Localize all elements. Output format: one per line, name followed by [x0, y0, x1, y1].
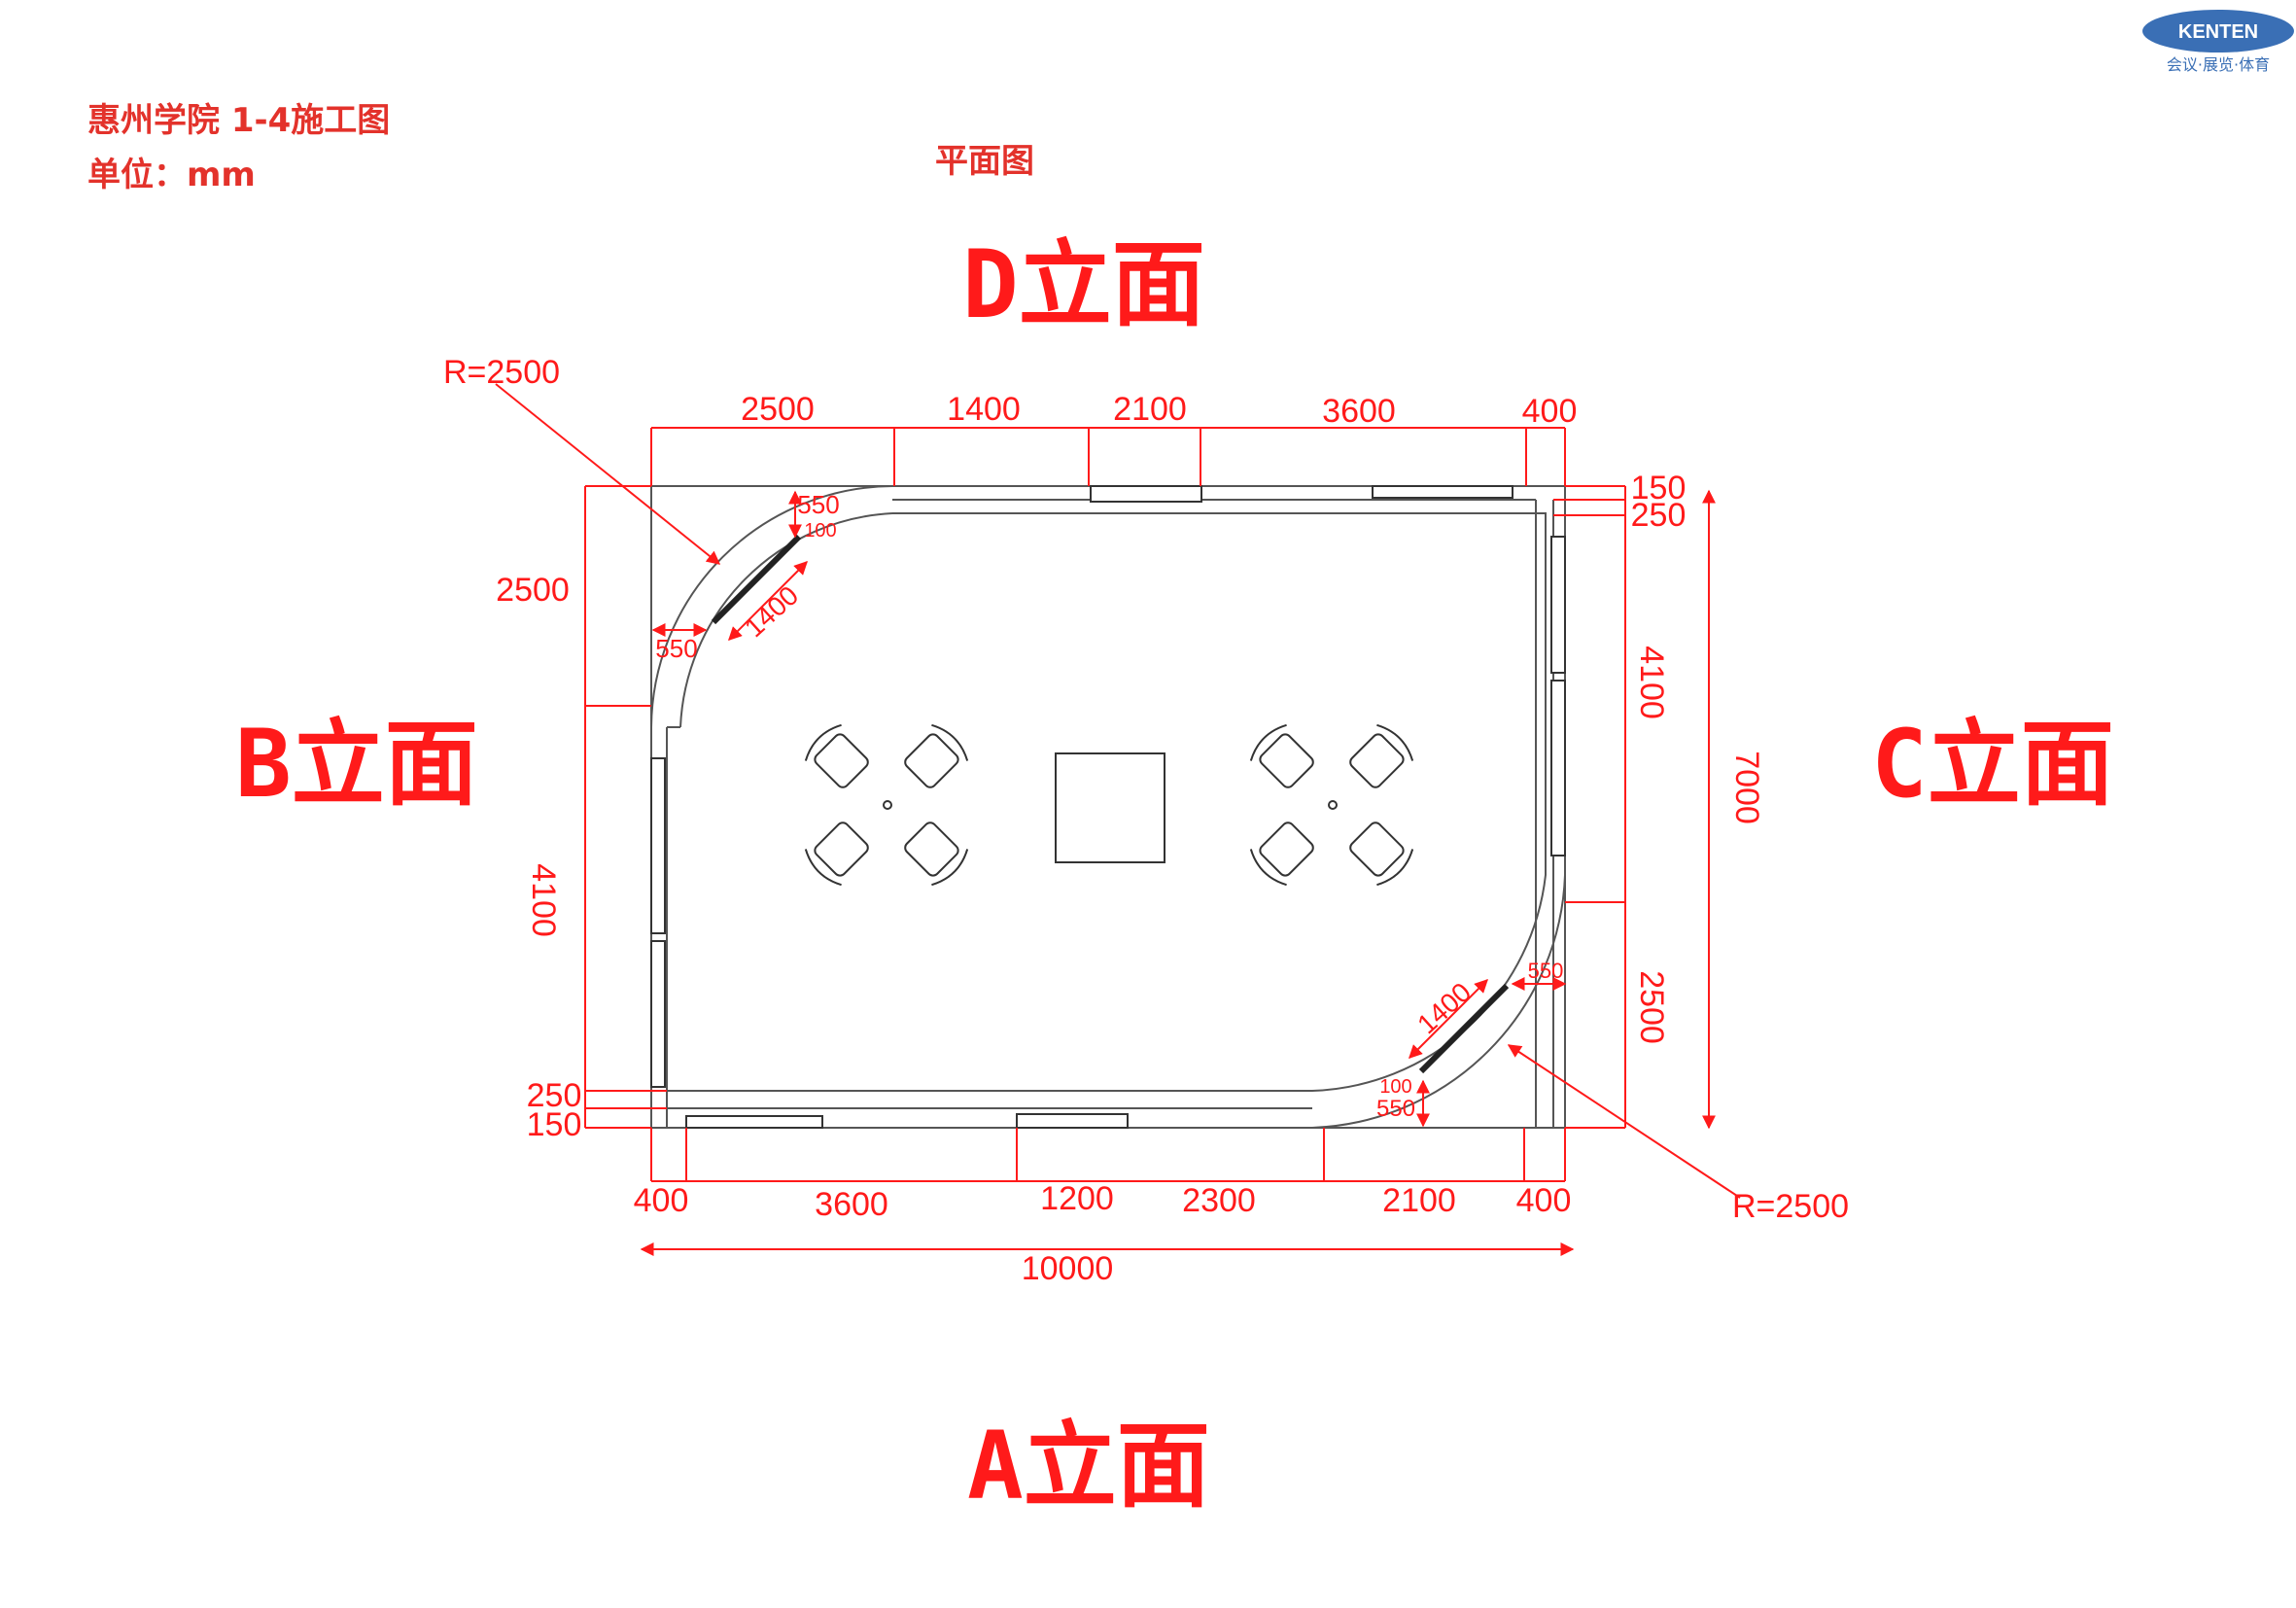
dim-right-2: 250 — [1631, 497, 1687, 534]
dim-bottom-3: 1200 — [1040, 1180, 1114, 1217]
chair — [804, 723, 869, 788]
chair — [1249, 821, 1314, 887]
dim-top-2: 1400 — [947, 391, 1021, 428]
chair — [1349, 821, 1414, 887]
door-br-550-v: 550 — [1376, 1096, 1415, 1122]
dim-top-4: 3600 — [1322, 393, 1396, 430]
bottom-panel-1 — [685, 1115, 823, 1129]
project-title: 惠州学院 1-4施工图 — [87, 101, 391, 140]
bottom-panel-2 — [1016, 1113, 1129, 1129]
curve-bottom-right-outer — [1311, 874, 1566, 1129]
dim-left-3: 250 — [527, 1077, 582, 1114]
curve-top-left-outer — [650, 485, 893, 728]
chair — [1249, 723, 1314, 788]
dim-top-5: 400 — [1522, 393, 1578, 430]
door-tl-100: 100 — [804, 520, 836, 542]
elevation-label-c: C立面 — [1871, 710, 2114, 819]
logo-small-text: 建建 — [2266, 5, 2283, 17]
dim-right-4: 2500 — [1633, 970, 1670, 1044]
dim-left-4: 150 — [527, 1106, 582, 1143]
logo-ellipse — [2142, 10, 2294, 52]
chair-group-left — [804, 723, 969, 887]
right-panel-2 — [1550, 680, 1566, 856]
radius-leader-bottom-right — [1507, 1044, 1741, 1199]
chair — [1349, 723, 1414, 788]
plan-title: 平面图 — [935, 142, 1034, 181]
dim-top-3: 2100 — [1113, 391, 1187, 428]
elevation-label-a: A立面 — [967, 1412, 1210, 1521]
logo-brand: KENTEN — [2178, 21, 2258, 43]
dim-left-2: 4100 — [525, 863, 562, 937]
wall-panels — [650, 485, 1566, 1129]
dim-bottom-4: 2300 — [1182, 1182, 1256, 1219]
dim-bottom-2: 3600 — [815, 1186, 888, 1223]
dim-bottom-1: 400 — [634, 1182, 689, 1219]
dimension-lines — [495, 383, 1741, 1256]
dim-left-1: 2500 — [496, 572, 570, 609]
door-br-550-h: 550 — [1528, 959, 1564, 983]
center-table — [1055, 752, 1165, 863]
right-panel-1 — [1550, 536, 1566, 674]
top-panel-1 — [1090, 485, 1202, 503]
small-table-left — [883, 800, 892, 810]
radius-leader-top-left — [495, 383, 721, 565]
dim-bottom-6: 400 — [1516, 1182, 1572, 1219]
dim-top-1: 2500 — [741, 391, 815, 428]
radius-label-top-left: R=2500 — [443, 354, 560, 391]
door-br-1400: 1400 — [1411, 977, 1477, 1040]
left-panel-1 — [650, 757, 666, 934]
chair-group-right — [1249, 723, 1414, 887]
dim-total-width-label: 10000 — [1022, 1250, 1114, 1287]
dim-right-3: 4100 — [1633, 646, 1670, 719]
chair — [904, 723, 969, 788]
kenten-logo: KENTEN 建建 会议·展览·体育 — [2139, 2, 2294, 89]
left-panel-2 — [650, 940, 666, 1088]
dim-total-height-label: 7000 — [1728, 751, 1765, 824]
door-tl-550-v: 550 — [797, 490, 839, 519]
chair — [904, 821, 969, 887]
elevation-label-b: B立面 — [235, 710, 478, 819]
door-br-dim-1400 — [1409, 979, 1488, 1059]
chair — [804, 821, 869, 887]
radius-label-bottom-right: R=2500 — [1732, 1188, 1849, 1225]
logo-tagline: 会议·展览·体育 — [2167, 55, 2270, 74]
dim-bottom-5: 2100 — [1382, 1182, 1456, 1219]
door-tl-550-h: 550 — [655, 634, 697, 663]
door-tl-dim-1400 — [728, 561, 808, 641]
elevation-label-d: D立面 — [962, 230, 1205, 339]
small-table-right — [1328, 800, 1338, 810]
dim-right-1: 150 — [1631, 470, 1687, 507]
door-br-100: 100 — [1379, 1076, 1411, 1098]
top-panel-2 — [1372, 485, 1513, 499]
unit-label: 单位：mm — [87, 156, 256, 194]
